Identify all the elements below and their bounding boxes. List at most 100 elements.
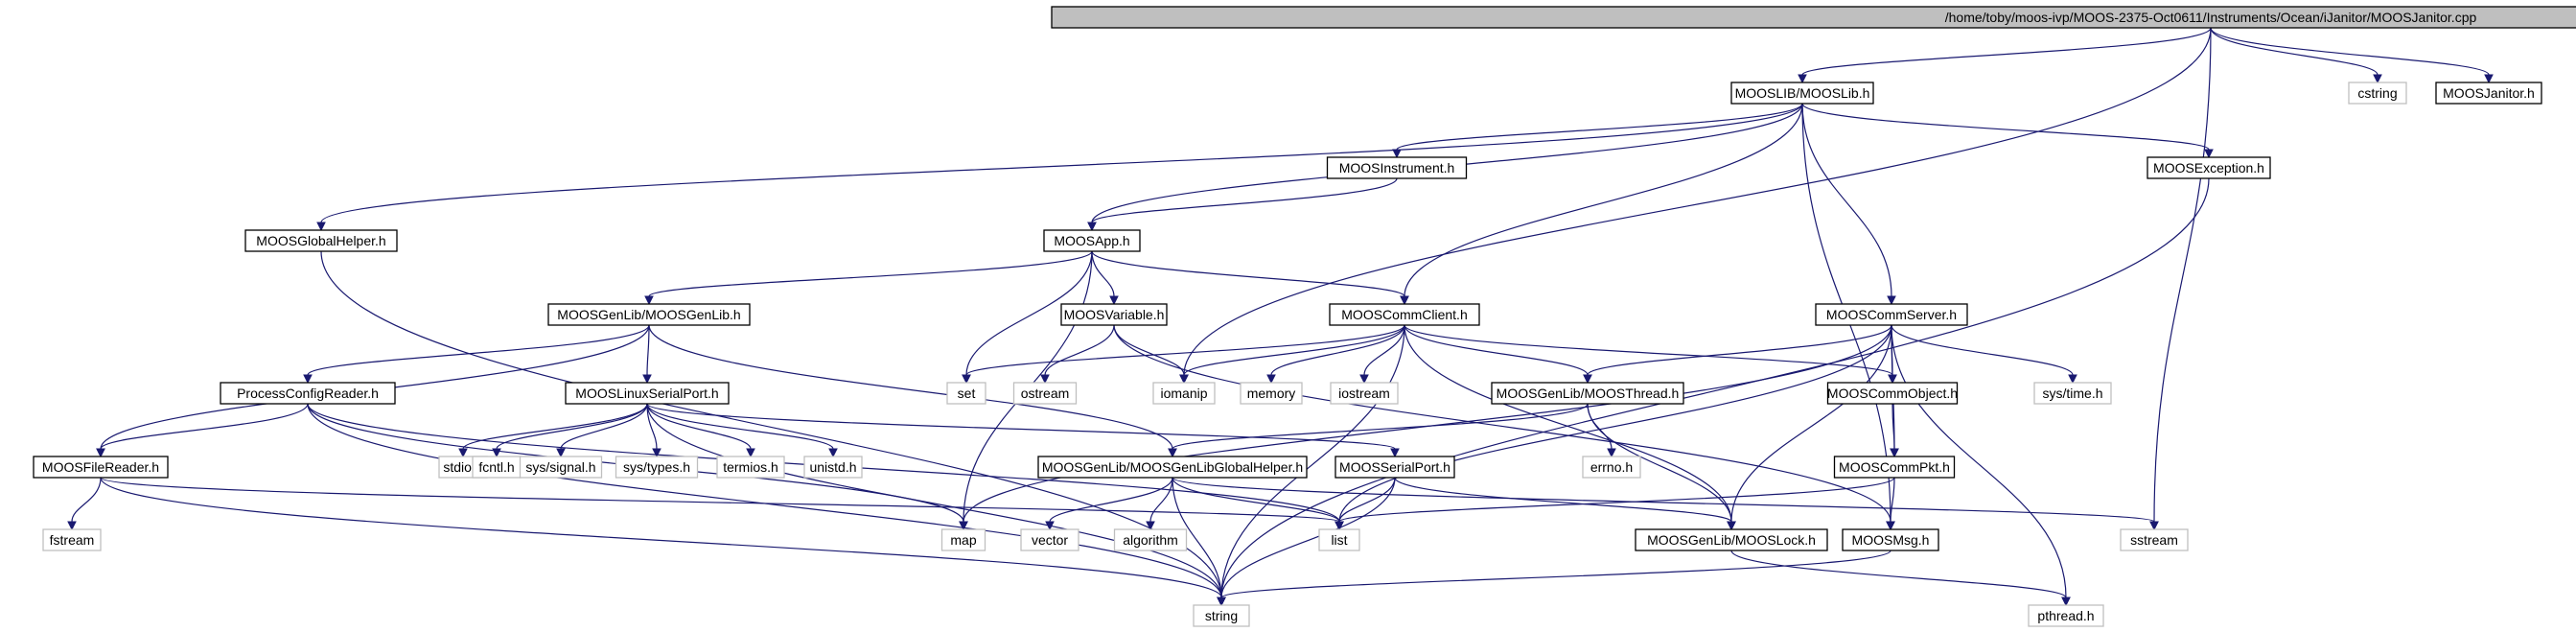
- edge-mooscommclient-to-set: [965, 324, 1405, 376]
- node-string: string: [1193, 604, 1250, 627]
- arrowhead-root-to-moosjanitor: [2484, 74, 2494, 84]
- arrowhead-moosmsg-to-string: [1217, 597, 1226, 607]
- edge-root-to-moosjanitor: [2210, 27, 2490, 76]
- edge-root-to-cstring: [2210, 27, 2379, 76]
- node-mooscommserver[interactable]: MOOSCommServer.h: [1815, 303, 1968, 326]
- node-label-mooscommpkt: MOOSCommPkt.h: [1839, 459, 1950, 475]
- node-label-ostream: ostream: [1021, 386, 1070, 401]
- edge-moosgenlibglobalhelper-to-vector: [1049, 477, 1173, 523]
- edge-mooscommpkt-to-list: [1338, 477, 1895, 523]
- arrowhead-mooscommclient-to-set: [962, 374, 971, 385]
- arrowhead-mooscommserver-to-systime: [2068, 374, 2077, 385]
- edge-mooscommserver-to-list: [1338, 324, 1892, 523]
- node-box-moosliblib: [1730, 82, 1874, 105]
- node-box-fstream: [42, 528, 102, 551]
- node-moosmsg[interactable]: MOOSMsg.h: [1842, 528, 1939, 551]
- node-label-moosgenlibglobalhelper: MOOSGenLib/MOOSGenLibGlobalHelper.h: [1042, 459, 1303, 475]
- node-mooscommpkt[interactable]: MOOSCommPkt.h: [1833, 456, 1956, 479]
- edge-moosliblib-to-moosexception: [1801, 103, 2210, 151]
- node-root[interactable]: /home/toby/moos-ivp/MOOS-2375-Oct0611/In…: [1051, 6, 2576, 29]
- node-label-list: list: [1331, 532, 1347, 548]
- arrowhead-mooslinuxserialport-to-systypes: [652, 448, 661, 458]
- edge-moosthread-to-mooslock: [1587, 403, 1732, 523]
- node-label-mooslinuxserialport: MOOSLinuxSerialPort.h: [575, 386, 718, 401]
- node-box-map: [940, 528, 986, 551]
- arrowhead-mooscommclient-to-memory: [1266, 374, 1276, 385]
- node-moosjanitor[interactable]: MOOSJanitor.h: [2435, 82, 2542, 105]
- node-label-string: string: [1205, 608, 1238, 623]
- arrowhead-moosliblib-to-moosinstrument: [1392, 149, 1402, 159]
- edge-moosfilereader-to-list: [100, 477, 1340, 523]
- node-box-iomanip: [1152, 382, 1216, 405]
- node-map: map: [940, 528, 986, 551]
- arrowhead-moosapp-to-moosgenlib: [644, 295, 654, 306]
- edge-moosapp-to-set: [965, 250, 1093, 376]
- node-label-map: map: [950, 532, 976, 548]
- node-list: list: [1318, 528, 1360, 551]
- node-moosgenlib[interactable]: MOOSGenLib/MOOSGenLib.h: [547, 303, 751, 326]
- node-box-mooslinuxserialport: [565, 382, 730, 405]
- node-mooslock[interactable]: MOOSGenLib/MOOSLock.h: [1635, 528, 1828, 551]
- node-mooscommobject[interactable]: MOOSCommObject.h: [1826, 382, 1959, 405]
- node-box-list: [1318, 528, 1360, 551]
- arrowhead-moosliblib-to-moosexception: [2204, 149, 2214, 159]
- node-label-unistd: unistd.h: [809, 459, 856, 475]
- edge-mooscommserver-to-pthread: [1891, 324, 2067, 598]
- node-label-processconfigreader: ProcessConfigReader.h: [237, 386, 379, 401]
- node-moosvariable[interactable]: MOOSVariable.h: [1060, 303, 1168, 326]
- nodes-layer: /home/toby/moos-ivp/MOOS-2375-Oct0611/In…: [33, 6, 2576, 627]
- node-mooscommclient[interactable]: MOOSCommClient.h: [1329, 303, 1480, 326]
- node-algorithm: algorithm: [1113, 528, 1188, 551]
- node-box-moosvariable: [1060, 303, 1168, 326]
- edge-moosfilereader-to-fstream: [71, 477, 102, 523]
- node-mooserialport[interactable]: MOOSSerialPort.h: [1334, 456, 1455, 479]
- node-box-memory: [1240, 382, 1303, 405]
- node-systime: sys/time.h: [2033, 382, 2112, 405]
- node-label-moosexception: MOOSException.h: [2153, 160, 2264, 176]
- edge-moosinstrument-to-moosapp: [1091, 177, 1398, 223]
- edge-mooslock-to-pthread: [1730, 550, 2067, 598]
- arrowhead-moosfilereader-to-fstream: [67, 521, 77, 531]
- node-systypes: sys/types.h: [615, 456, 699, 479]
- node-label-pthread: pthread.h: [2037, 608, 2094, 623]
- node-mooslinuxserialport[interactable]: MOOSLinuxSerialPort.h: [565, 382, 730, 405]
- edge-moosfilereader-to-string: [100, 477, 1222, 598]
- arrowhead-root-to-cstring: [2373, 74, 2382, 84]
- arrowhead-mooslinuxserialport-to-stdio: [458, 448, 468, 458]
- edge-moosliblib-to-moosglobalhelper: [320, 103, 1803, 223]
- node-label-moosinstrument: MOOSInstrument.h: [1339, 160, 1455, 176]
- edge-moosvariable-to-moosmsg: [1113, 324, 1891, 523]
- arrowhead-processconfigreader-to-map: [959, 521, 968, 531]
- edge-moosliblib-to-moosinstrument: [1396, 103, 1803, 151]
- node-box-set: [946, 382, 986, 405]
- arrowhead-mooslinuxserialport-to-termios: [746, 448, 755, 458]
- node-box-moosapp: [1043, 229, 1141, 252]
- node-box-mooserialport: [1334, 456, 1455, 479]
- node-moosapp[interactable]: MOOSApp.h: [1043, 229, 1141, 252]
- edges-layer: [67, 27, 2494, 607]
- node-label-moosgenlib: MOOSGenLib/MOOSGenLib.h: [557, 307, 740, 322]
- node-moosthread[interactable]: MOOSGenLib/MOOSThread.h: [1491, 382, 1684, 405]
- node-moosliblib[interactable]: MOOSLIB/MOOSLib.h: [1730, 82, 1874, 105]
- node-box-moosfilereader: [33, 456, 169, 479]
- edge-mooscommclient-to-iomanip: [1183, 324, 1405, 376]
- node-box-moosglobalhelper: [244, 229, 398, 252]
- arrowhead-mooslinuxserialport-to-mooserialport: [1390, 448, 1400, 458]
- edge-moosapp-to-moosvariable: [1091, 250, 1115, 297]
- node-moosglobalhelper[interactable]: MOOSGlobalHelper.h: [244, 229, 398, 252]
- node-vector: vector: [1020, 528, 1079, 551]
- node-processconfigreader[interactable]: ProcessConfigReader.h: [220, 382, 396, 405]
- arrowhead-mooscommobject-to-mooscommpkt: [1890, 448, 1899, 458]
- node-box-unistd: [803, 456, 863, 479]
- edge-moosgenlibglobalhelper-to-string: [1172, 477, 1222, 598]
- node-moosexception[interactable]: MOOSException.h: [2147, 156, 2271, 179]
- edge-mooscommpkt-to-moosmsg: [1890, 477, 1895, 523]
- node-moosfilereader[interactable]: MOOSFileReader.h: [33, 456, 169, 479]
- arrowhead-moosliblib-to-moosglobalhelper: [316, 222, 326, 232]
- edge-mooscommserver-to-mooslock: [1730, 324, 1892, 523]
- node-box-moosmsg: [1842, 528, 1939, 551]
- arrowhead-moosgenlib-to-processconfigreader: [303, 374, 313, 385]
- node-moosinstrument[interactable]: MOOSInstrument.h: [1326, 156, 1468, 179]
- node-moosgenlibglobalhelper[interactable]: MOOSGenLib/MOOSGenLibGlobalHelper.h: [1037, 456, 1308, 479]
- edge-root-to-sstream: [2153, 27, 2212, 523]
